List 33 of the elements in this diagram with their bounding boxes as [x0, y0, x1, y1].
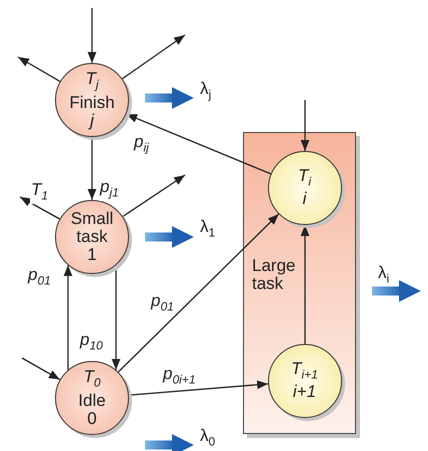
- group-label: Large task: [252, 257, 296, 293]
- arrow: [22, 357, 60, 380]
- rate-label: λ$_{1}$: [200, 218, 216, 242]
- arrow: [122, 34, 186, 80]
- arrow: [122, 174, 186, 218]
- state-label: Small task: [70, 210, 114, 246]
- arrow: [18, 56, 60, 82]
- state-label: Finish: [69, 94, 115, 112]
- state-circle: [55, 361, 129, 435]
- state-circle: [55, 63, 129, 137]
- rate-label: λ$_{j}$: [200, 80, 212, 104]
- state-label: 1: [86, 246, 98, 264]
- edge-label: T$_{1}$: [30, 181, 50, 204]
- arrow: [88, 8, 96, 63]
- arrow: [300, 100, 310, 151]
- state-label: Idle: [78, 392, 106, 410]
- arrow: [118, 214, 280, 372]
- state-label: T$_{j}$: [85, 70, 99, 94]
- rate-label: λ$_{i}$: [378, 264, 390, 288]
- state-circle: [55, 200, 129, 274]
- arrow: [128, 380, 268, 396]
- arrow: [64, 265, 72, 370]
- state-label: T$_{i}$: [298, 166, 312, 190]
- rate-label: λ$_{0}$: [200, 427, 216, 450]
- state-label: i+1: [292, 383, 316, 402]
- state-label: i: [302, 190, 306, 208]
- arrow: [88, 137, 96, 200]
- arrow: [20, 196, 60, 220]
- state-label: T$_{i+1}$: [291, 360, 318, 384]
- state-label: j: [90, 112, 94, 130]
- state-label: T$_{0}$: [83, 368, 101, 392]
- arrow: [300, 225, 310, 344]
- state-label: 0: [87, 410, 97, 428]
